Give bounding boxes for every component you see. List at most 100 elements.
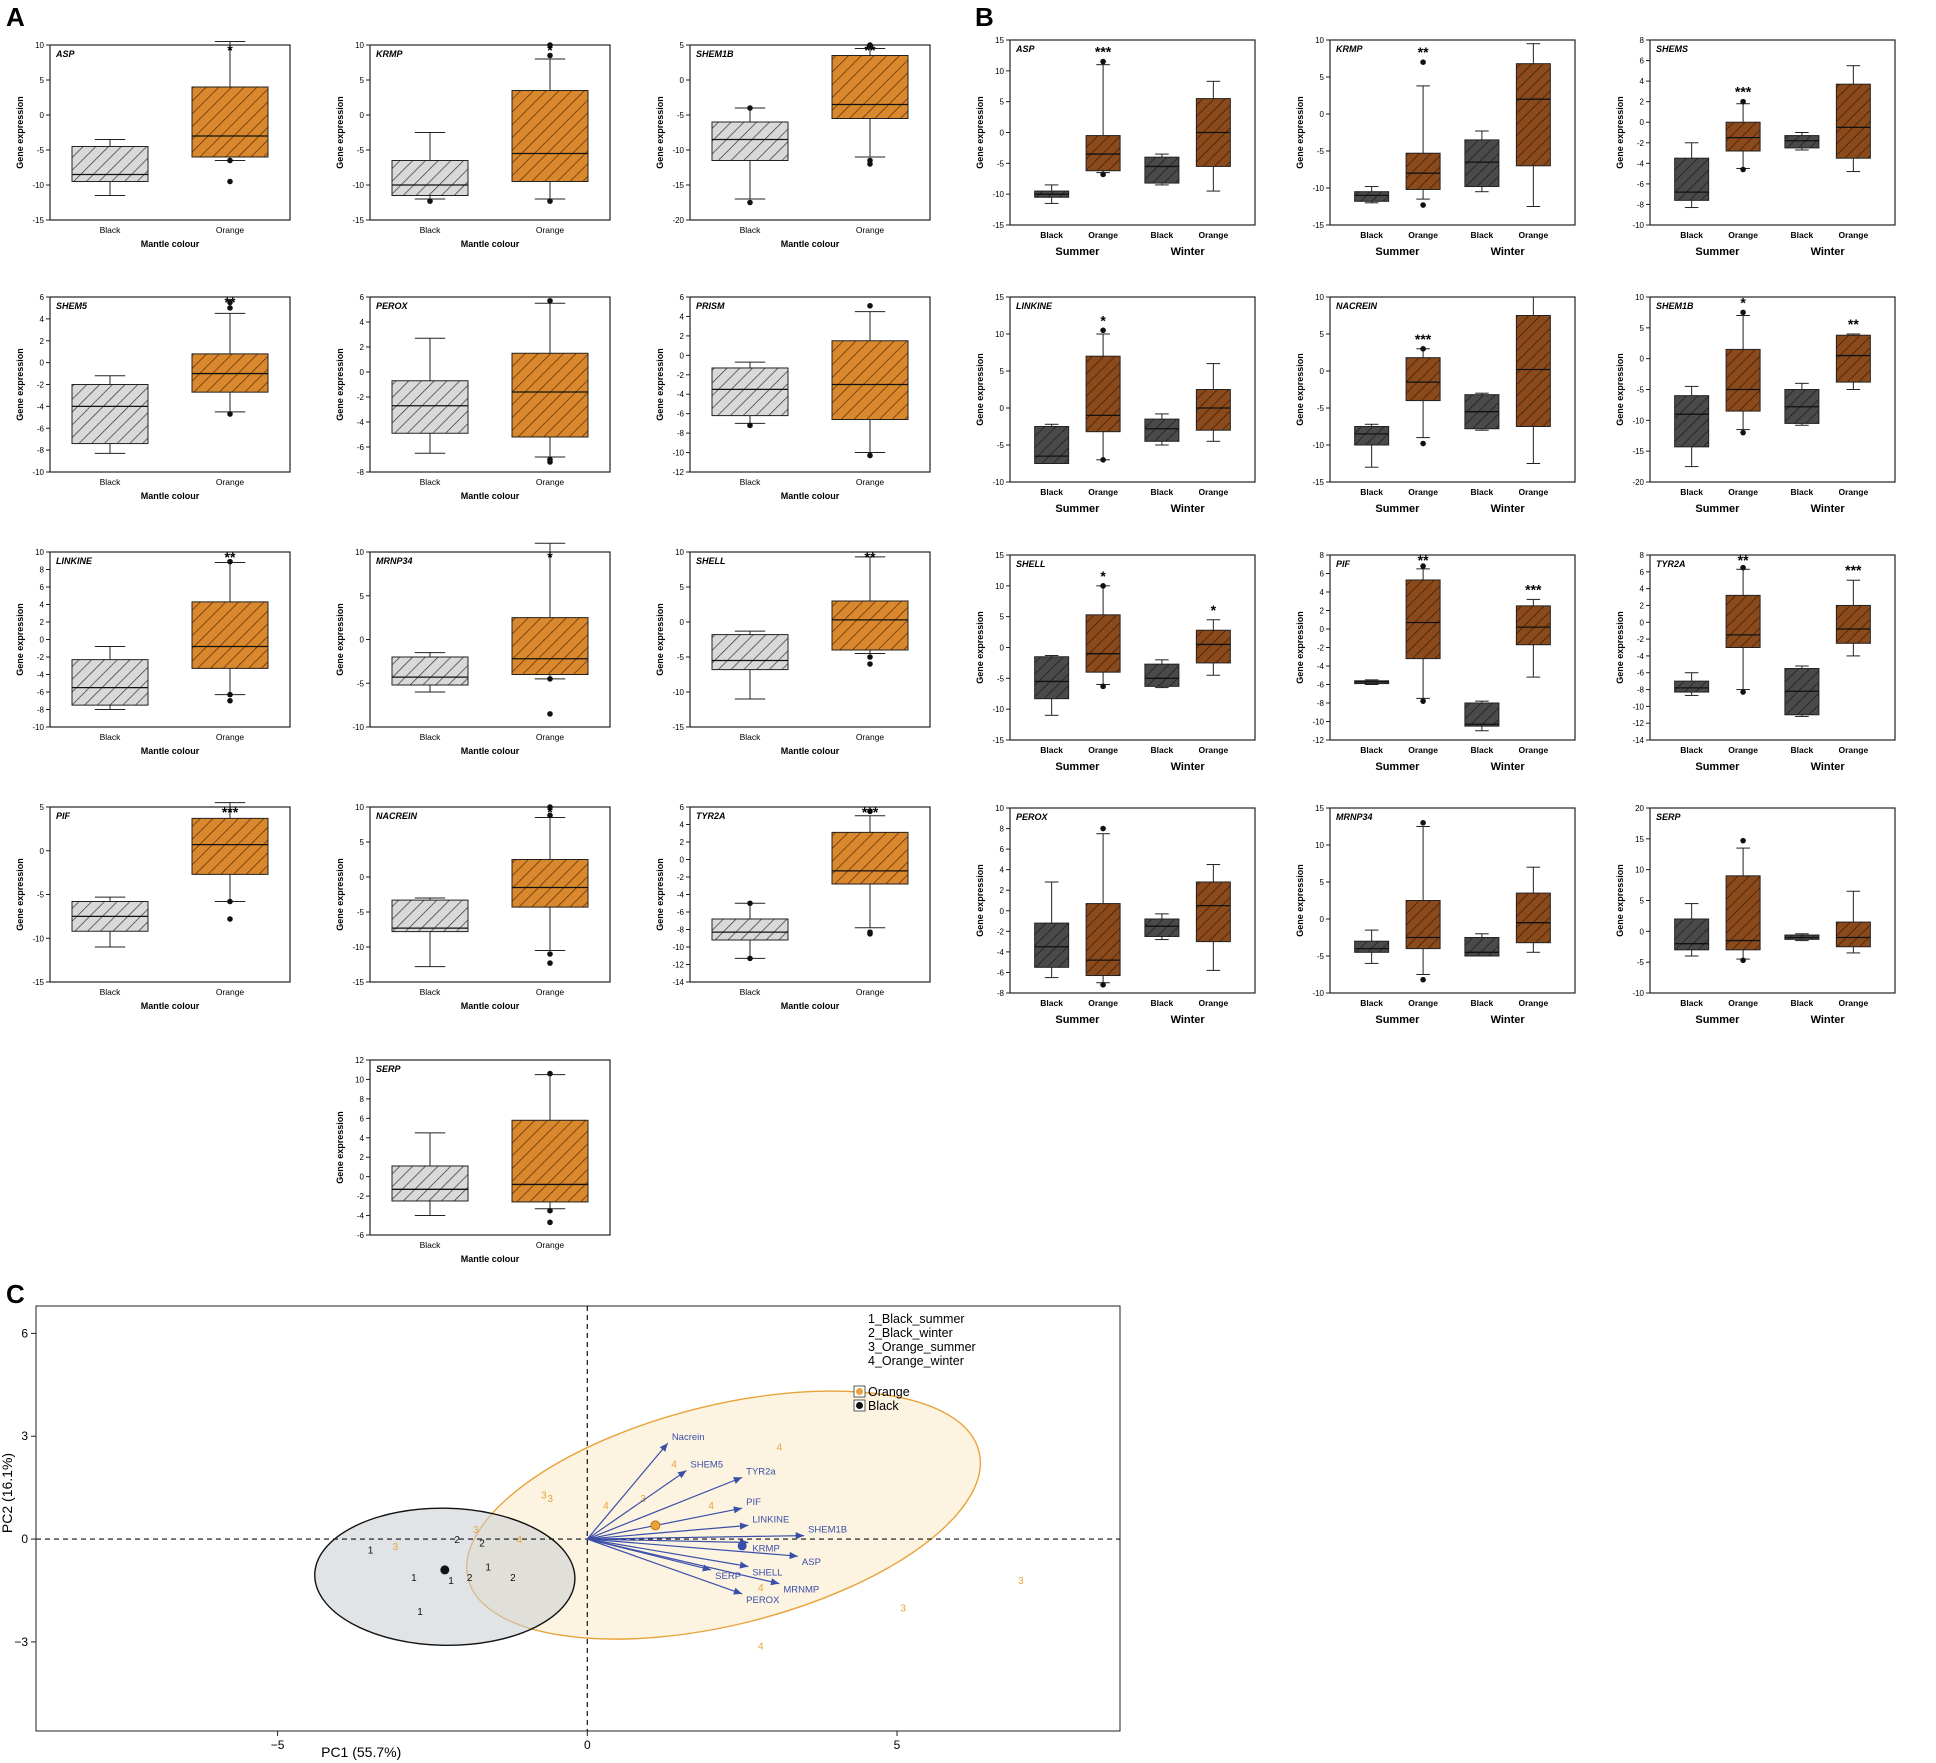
box-body: [1085, 355, 1121, 433]
x-category-label: Black: [420, 1240, 442, 1250]
loading-shell: SHELL: [587, 1538, 782, 1578]
y-tick-label: 8: [1320, 551, 1325, 560]
outlier-point: [1740, 837, 1746, 844]
x-category-label: Orange: [1198, 230, 1228, 240]
x-category-label: Black: [1680, 487, 1703, 497]
significance-marker: **: [1738, 552, 1749, 568]
x-category-label: Orange: [1408, 745, 1438, 755]
box-body: [1195, 881, 1231, 943]
y-tick-label: -5: [1637, 958, 1645, 967]
outlier-point: [1420, 820, 1426, 826]
box-orange-summer: *Orange: [1085, 568, 1121, 755]
x-category-label: Black: [1680, 998, 1703, 1008]
outlier-point: [547, 52, 553, 59]
y-tick-label: 6: [1640, 57, 1645, 66]
y-tick-label: -4: [1637, 159, 1645, 168]
y-tick-label: -6: [37, 688, 45, 697]
loading-label: TYR2a: [746, 1466, 776, 1477]
outlier-point: [1100, 583, 1106, 589]
y-tick-label: -8: [1637, 686, 1645, 695]
gene-title: PRISM: [696, 301, 725, 311]
y-tick-label: 4: [1000, 866, 1005, 875]
y-tick-label: 8: [1640, 36, 1645, 45]
x-category-label: Orange: [1728, 745, 1758, 755]
box-body: [1354, 191, 1390, 202]
x-category-label: Orange: [856, 987, 885, 997]
outlier-point: [227, 157, 233, 164]
y-axis-label: Gene expression: [975, 864, 985, 937]
y-tick-label: -8: [357, 468, 365, 477]
season-label: Summer: [1695, 1014, 1740, 1026]
outlier-point: [867, 452, 873, 459]
season-label: Summer: [1695, 761, 1740, 773]
y-tick-label: 0: [1320, 110, 1325, 119]
y-tick-label: -5: [357, 679, 365, 688]
y-tick-label: -15: [672, 181, 684, 190]
season-label: Winter: [1491, 761, 1526, 773]
y-axis-label: PC2 (16.1%): [0, 1453, 15, 1533]
x-axis-label: Mantle colour: [461, 491, 520, 501]
season-label: Summer: [1375, 246, 1420, 258]
score-point-label: 3: [900, 1604, 906, 1615]
box-orange: ***Orange: [831, 804, 909, 997]
y-tick-label: -10: [32, 181, 44, 190]
box-orange: **Orange: [191, 294, 269, 487]
box-black: Black: [391, 337, 469, 487]
y-tick-label: 10: [35, 41, 44, 50]
box-black-summer: Black: [1034, 881, 1070, 1008]
box-body: [1085, 135, 1121, 172]
y-axis-label: Gene expression: [1615, 611, 1625, 684]
y-tick-label: 0: [360, 1173, 365, 1182]
loading-label: MRNMP: [783, 1585, 819, 1596]
x-category-label: Black: [1791, 230, 1814, 240]
y-tick-label: -5: [677, 111, 685, 120]
box-body: [1835, 921, 1871, 948]
box-body: [511, 352, 589, 438]
y-axis-label: Gene expression: [1295, 611, 1305, 684]
x-category-label: Black: [1471, 487, 1494, 497]
x-category-label: Black: [1151, 998, 1174, 1008]
box-orange-summer: ***Orange: [1725, 84, 1761, 240]
y-tick-label: 0: [680, 76, 685, 85]
box-black: Black: [71, 375, 149, 487]
season-label: Winter: [1171, 1014, 1206, 1026]
outlier-point: [1420, 440, 1426, 447]
y-tick-label: -5: [1317, 404, 1325, 413]
box-body: [1405, 579, 1441, 660]
significance-marker: ***: [1525, 581, 1542, 597]
y-tick-label: 10: [995, 67, 1004, 76]
confidence-ellipse-black: [314, 1507, 576, 1647]
y-tick-label: -4: [37, 671, 45, 680]
y-tick-label: 6: [40, 583, 45, 592]
loading-arrow: [586, 1442, 669, 1540]
season-label: Winter: [1171, 503, 1206, 515]
score-point-label: 4: [777, 1443, 783, 1454]
y-tick-label: 0: [40, 359, 45, 368]
y-axis-label: Gene expression: [15, 348, 25, 421]
box-body: [711, 634, 789, 671]
score-point-label: 2: [454, 1535, 460, 1546]
x-category-label: Black: [1151, 745, 1174, 755]
x-category-label: Black: [1680, 230, 1703, 240]
y-tick-label: 5: [1000, 367, 1005, 376]
y-tick-label: 6: [680, 293, 685, 302]
y-tick-label: -15: [32, 216, 44, 225]
outlier-point: [1420, 202, 1426, 208]
season-label: Summer: [1695, 246, 1740, 258]
y-tick-label: 6: [680, 803, 685, 812]
x-category-label: Black: [1791, 745, 1814, 755]
box-black-winter: Black: [1464, 130, 1500, 240]
x-category-label: Orange: [1198, 998, 1228, 1008]
gene-title: NACREIN: [376, 811, 418, 821]
y-tick-label: -6: [677, 410, 685, 419]
y-tick-label: 0: [1320, 625, 1325, 634]
x-category-label: Black: [1471, 745, 1494, 755]
x-category-label: Black: [420, 987, 442, 997]
outlier-point: [1100, 981, 1106, 988]
y-tick-label: 0: [1640, 118, 1645, 127]
y-tick-label: -15: [352, 216, 364, 225]
significance-marker: **: [225, 294, 236, 310]
y-tick-label: 0: [1640, 618, 1645, 627]
